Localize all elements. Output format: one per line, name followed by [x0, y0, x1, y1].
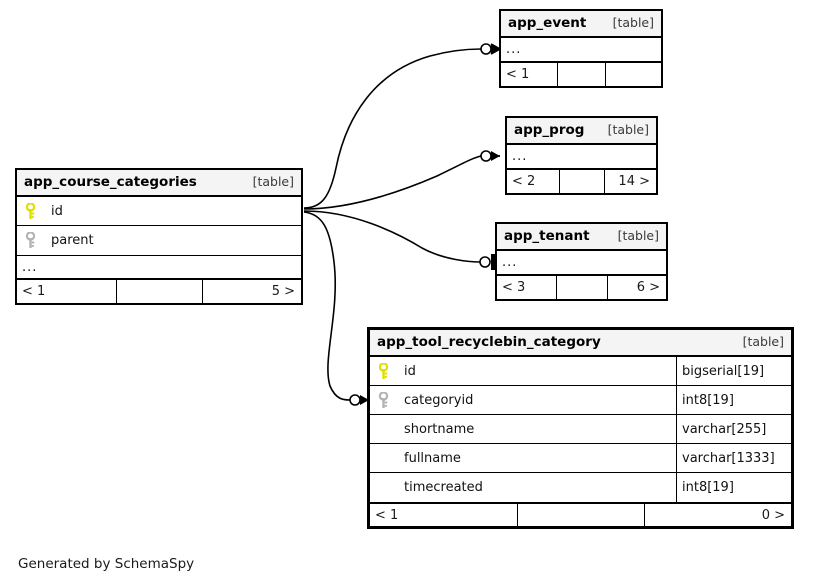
table-footer: < 2 14 > — [507, 169, 656, 193]
incoming-relationship-count: < 3 — [502, 280, 526, 295]
marker-app_prog-zero-or-many — [480, 150, 500, 162]
footer-middle-cell — [517, 504, 643, 526]
table-header: app_event [table] — [501, 11, 661, 38]
outgoing-relationship-count: 5 > — [201, 280, 301, 303]
table-footer: < 1 0 > — [370, 502, 791, 526]
primary-key-icon — [370, 362, 396, 380]
incoming-relationship-count: < 1 — [506, 67, 530, 82]
more-columns-indicator: ... — [497, 251, 666, 275]
incoming-relationship-count: < 1 — [22, 284, 46, 299]
incoming-relationship-count: < 1 — [375, 507, 399, 523]
outgoing-relationship-count: 14 > — [603, 170, 656, 193]
table-type-tag: [table] — [607, 122, 649, 138]
table-row[interactable]: fullname varchar[1333] — [370, 444, 791, 473]
table-type-tag: [table] — [612, 15, 654, 31]
column-name: fullname — [404, 451, 461, 465]
column-type: int8[19] — [676, 473, 791, 502]
footer-middle-cell — [559, 170, 604, 193]
table-header: app_tool_recyclebin_category [table] — [370, 330, 791, 357]
column-name: id — [51, 204, 63, 218]
footer-middle-cell — [557, 63, 605, 86]
table-app_prog[interactable]: app_prog [table] ... < 2 14 > — [505, 116, 658, 195]
table-title: app_prog — [514, 121, 585, 138]
foreign-key-icon — [370, 391, 396, 409]
table-columns: id parent — [17, 197, 301, 255]
outgoing-relationship-count — [605, 63, 661, 86]
column-type: bigserial[19] — [676, 357, 791, 385]
edge-app_course_categories-to-app_prog — [303, 155, 482, 210]
generator-credit: Generated by SchemaSpy — [18, 556, 195, 572]
column-name: timecreated — [404, 481, 483, 494]
more-columns-indicator: ... — [507, 145, 656, 169]
table-app_tenant[interactable]: app_tenant [table] ... < 3 6 > — [495, 222, 668, 301]
table-header: app_tenant [table] — [497, 224, 666, 251]
table-columns: id bigserial[19] categoryid int8[19] — [370, 357, 791, 502]
table-row[interactable]: timecreated int8[19] — [370, 473, 791, 502]
table-app_tool_recyclebin_category[interactable]: app_tool_recyclebin_category [table] id … — [367, 327, 794, 529]
edge-app_course_categories-to-app_tenant — [303, 210, 482, 263]
table-row[interactable]: categoryid int8[19] — [370, 386, 791, 415]
table-title: app_tenant — [504, 227, 590, 244]
outgoing-relationship-count: 0 > — [643, 504, 791, 526]
table-title: app_event — [508, 14, 587, 31]
edge-app_course_categories-to-app_event — [303, 48, 482, 209]
table-type-tag: [table] — [617, 228, 659, 244]
column-name: categoryid — [404, 393, 474, 407]
primary-key-icon — [17, 202, 43, 220]
table-row[interactable]: parent — [17, 226, 301, 255]
more-columns-indicator: ... — [17, 255, 301, 279]
more-columns-indicator: ... — [501, 38, 661, 62]
footer-middle-cell — [116, 280, 201, 303]
column-type: int8[19] — [676, 386, 791, 414]
table-footer: < 1 5 > — [17, 279, 301, 303]
table-title: app_tool_recyclebin_category — [377, 333, 601, 350]
table-footer: < 1 — [501, 62, 661, 86]
outgoing-relationship-count: 6 > — [606, 276, 666, 299]
table-row[interactable]: id — [17, 197, 301, 226]
column-name: shortname — [404, 422, 475, 436]
edge-app_course_categories-to-app_tool_recyclebin_category — [303, 211, 351, 401]
table-header: app_course_categories [table] — [17, 170, 301, 197]
marker-app_tenant-zero-or-one — [479, 254, 495, 270]
footer-middle-cell — [556, 276, 607, 299]
table-header: app_prog [table] — [507, 118, 656, 145]
table-type-tag: [table] — [252, 174, 294, 190]
table-footer: < 3 6 > — [497, 275, 666, 299]
column-name: id — [404, 364, 416, 378]
column-type: varchar[1333] — [676, 444, 791, 472]
table-app_course_categories[interactable]: app_course_categories [table] id — [15, 168, 303, 305]
marker-app_event-zero-or-many — [480, 43, 501, 55]
incoming-relationship-count: < 2 — [512, 174, 536, 189]
column-name: parent — [51, 234, 94, 247]
table-type-tag: [table] — [742, 334, 784, 350]
column-type: varchar[255] — [676, 415, 791, 443]
table-app_event[interactable]: app_event [table] ... < 1 — [499, 9, 663, 88]
table-row[interactable]: id bigserial[19] — [370, 357, 791, 386]
foreign-key-icon — [17, 232, 43, 249]
table-row[interactable]: shortname varchar[255] — [370, 415, 791, 444]
table-title: app_course_categories — [24, 173, 197, 190]
